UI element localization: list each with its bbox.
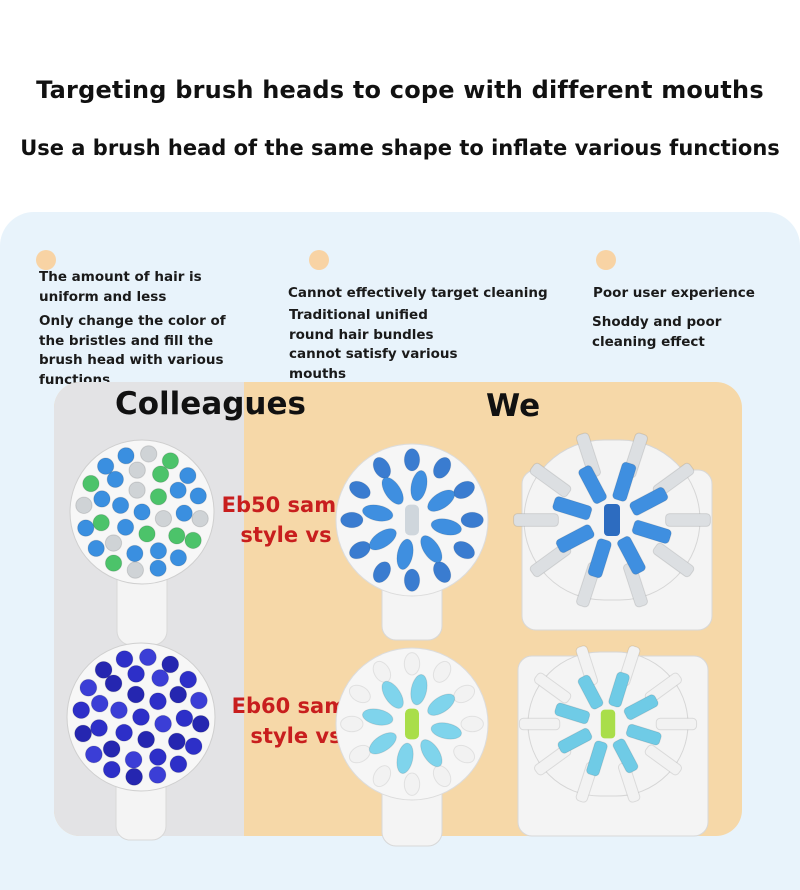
point-3-body: Shoddy and poor cleaning effect xyxy=(592,314,722,350)
page-subtitle: Use a brush head of the same shape to in… xyxy=(20,136,780,160)
colleagues-eb60-brush-head-image xyxy=(66,642,216,841)
eb50-comparison-label: Eb50 same style vs xyxy=(218,490,354,550)
bullet-dot-2 xyxy=(309,250,329,270)
point-1-title: The amount of hair is uniform and less xyxy=(39,269,202,305)
eb60-line-2: style vs xyxy=(250,724,342,748)
point-2-title: Cannot effectively target cleaning xyxy=(288,285,548,301)
bullet-dot-3 xyxy=(596,250,616,270)
we-eb60-side-brush-head-image xyxy=(517,645,709,837)
we-eb60-front-brush-head-image xyxy=(335,647,489,847)
we-label: We xyxy=(486,388,541,424)
page-title: Targeting brush heads to cope with diffe… xyxy=(36,76,764,104)
point-1-body: Only change the color of the bristles an… xyxy=(39,313,226,388)
we-eb50-front-brush-head-image xyxy=(335,443,489,641)
colleagues-eb50-brush-head-image xyxy=(69,439,215,646)
eb50-line-2: style vs xyxy=(240,523,332,547)
colleagues-label: Colleagues xyxy=(115,386,306,422)
point-2-body: Traditional unified round hair bundles c… xyxy=(289,307,458,382)
eb50-line-1: Eb50 same xyxy=(221,493,351,517)
we-eb50-side-brush-head-image xyxy=(513,432,713,631)
point-3-title: Poor user experience xyxy=(593,285,755,301)
bullet-dot-1 xyxy=(36,250,56,270)
